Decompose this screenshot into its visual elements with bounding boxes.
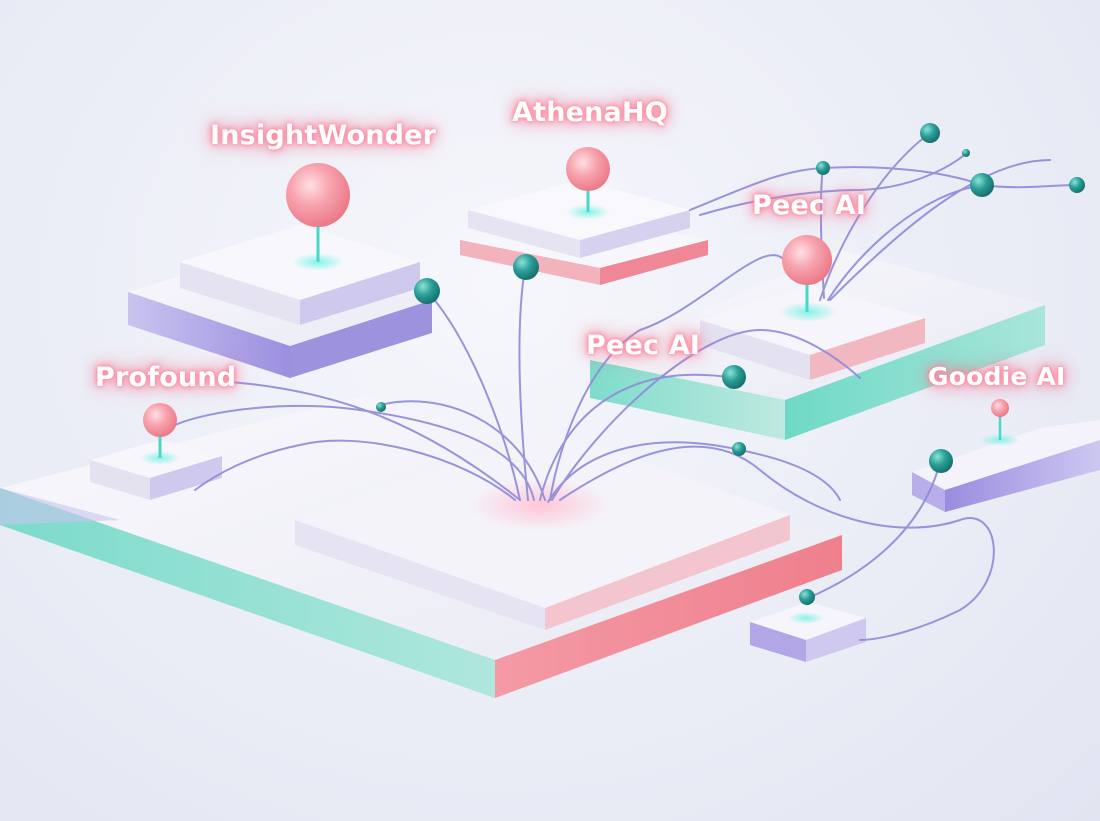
node-4 xyxy=(376,402,386,412)
center-platform xyxy=(295,430,790,630)
label-goodie-ai: Goodie AI xyxy=(928,362,1066,391)
bottom-right-cube xyxy=(750,602,866,662)
profound-block xyxy=(90,440,222,500)
peec-ai-pin xyxy=(782,235,832,312)
insightwonder-pin xyxy=(286,163,350,262)
label-peec-ai-center: Peec AI xyxy=(586,330,701,361)
label-profound: Profound xyxy=(95,362,237,393)
goodie-ai-block xyxy=(912,420,1100,512)
insightwonder-platform xyxy=(128,225,432,378)
peec-ai-platform xyxy=(590,250,1045,440)
athenahq-pin xyxy=(566,147,610,212)
node-6 xyxy=(920,123,940,143)
label-insightwonder: InsightWonder xyxy=(210,120,437,151)
node-5 xyxy=(732,442,746,456)
node-7 xyxy=(816,161,830,175)
node-3 xyxy=(722,365,746,389)
node-2 xyxy=(513,254,539,280)
node-8 xyxy=(970,173,994,197)
node-12 xyxy=(799,589,815,605)
athenahq-platform xyxy=(460,180,708,285)
node-10 xyxy=(962,149,970,157)
teal-nodes xyxy=(376,123,1085,605)
label-athenahq: AthenaHQ xyxy=(512,97,668,128)
node-11 xyxy=(929,449,953,473)
pins xyxy=(143,147,1009,458)
label-peec-ai-top: Peec AI xyxy=(752,190,867,221)
profound-pin xyxy=(143,403,177,458)
goodie-ai-pin xyxy=(991,399,1009,440)
connection-wires xyxy=(174,132,1078,641)
node-1 xyxy=(414,278,440,304)
node-9 xyxy=(1069,177,1085,193)
